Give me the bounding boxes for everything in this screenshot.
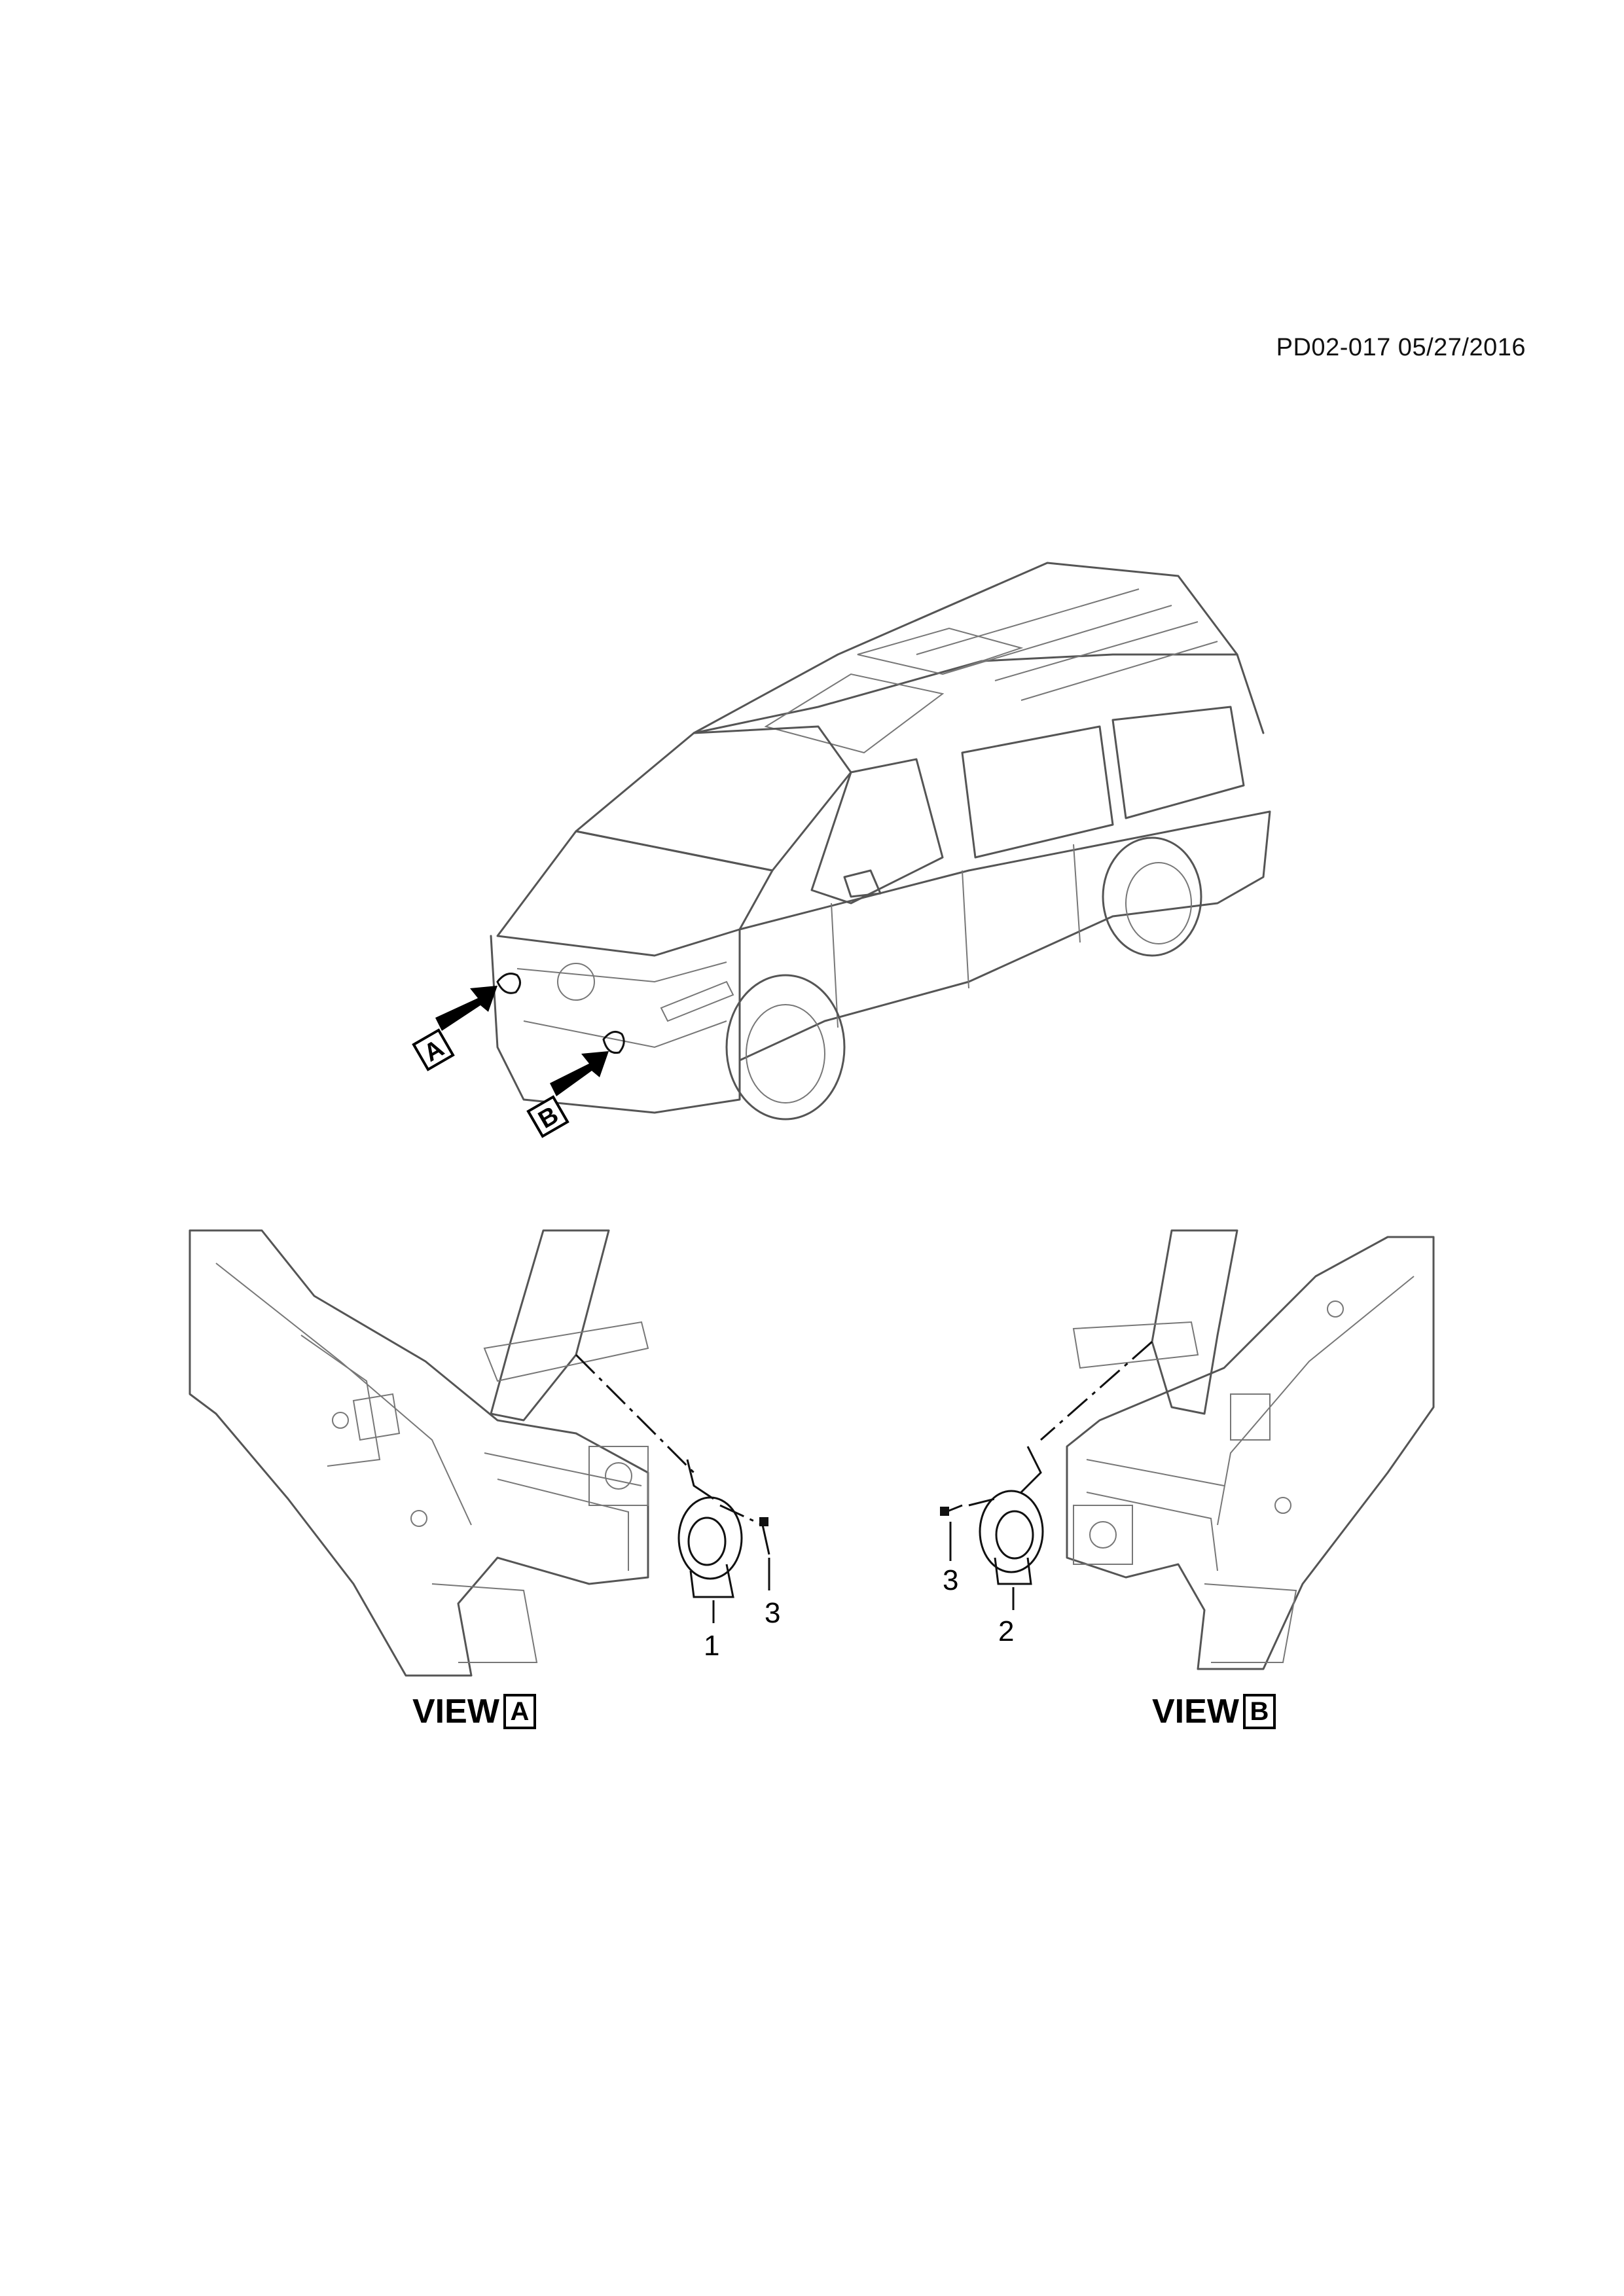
callout-bolt-3-view-b: 3	[943, 1564, 959, 1596]
page-code: PD02-017 05/27/2016	[1276, 334, 1526, 361]
view-b-title: VIEW B	[1152, 1692, 1276, 1731]
view-b-title-word: VIEW	[1152, 1693, 1239, 1731]
callout-horn-2: 2	[998, 1615, 1015, 1647]
view-b-letter-box: B	[1242, 1694, 1276, 1729]
horn-1	[677, 1459, 743, 1598]
view-a-arrow	[412, 986, 497, 1071]
view-b-structure	[1066, 1229, 1435, 1670]
bolt-3-view-b	[940, 1504, 963, 1516]
horn-2	[979, 1446, 1044, 1585]
bolt-3-view-a	[759, 1517, 770, 1555]
minivan-outline	[490, 562, 1271, 1121]
view-a-title: VIEW A	[412, 1692, 536, 1731]
view-a-letter-box: A	[503, 1694, 536, 1729]
view-a-title-word: VIEW	[412, 1693, 499, 1731]
callout-horn-1: 1	[704, 1630, 720, 1662]
view-b-arrow	[526, 1051, 609, 1138]
horn-location-a-icon	[496, 973, 521, 994]
horn-location-b-icon	[602, 1030, 625, 1054]
callout-bolt-3-view-a: 3	[765, 1597, 781, 1629]
view-a-structure	[189, 1229, 649, 1677]
